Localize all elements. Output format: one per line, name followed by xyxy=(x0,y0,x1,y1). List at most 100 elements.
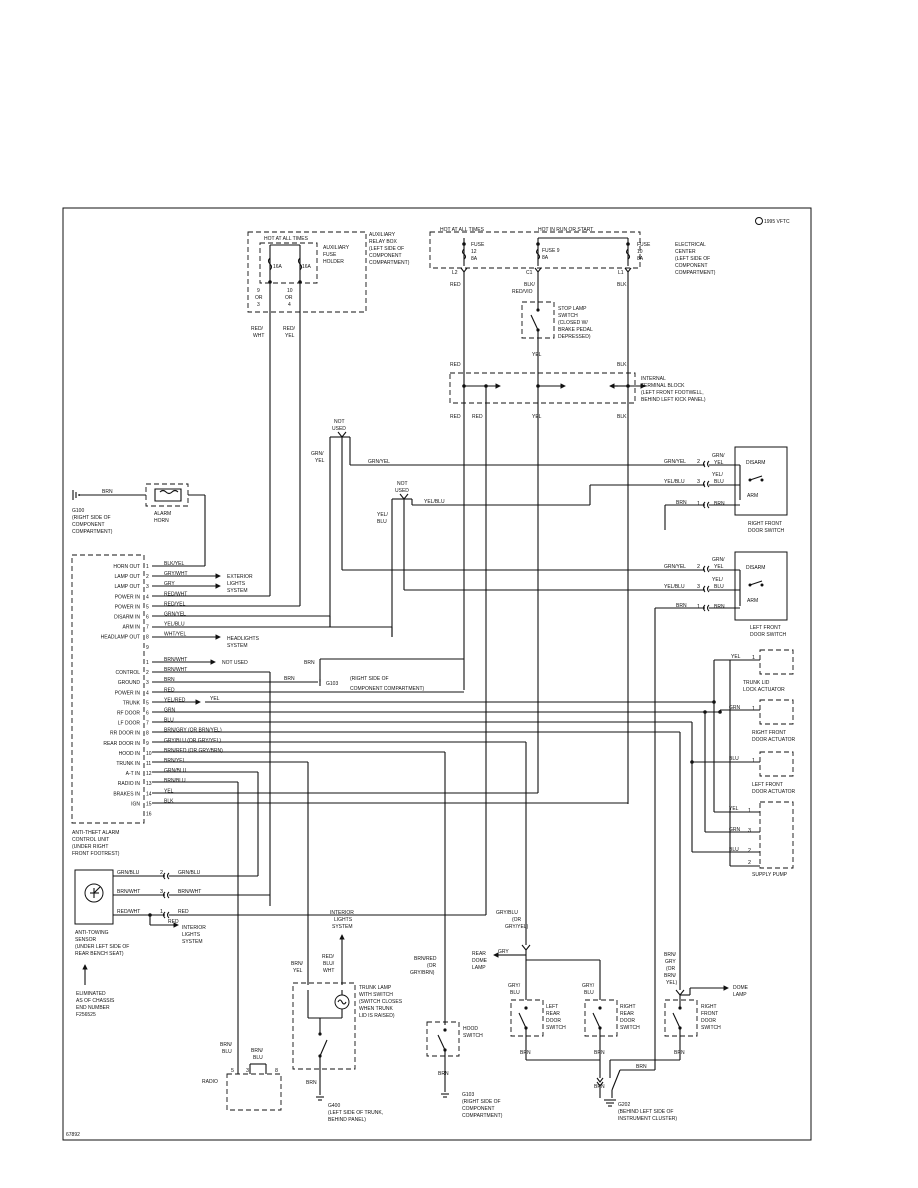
svg-text:DISARM: DISARM xyxy=(746,460,765,466)
svg-text:YEL: YEL xyxy=(210,696,220,702)
svg-text:INTERIOR: INTERIOR xyxy=(330,910,354,916)
svg-text:AUXILIARY: AUXILIARY xyxy=(369,232,396,238)
svg-text:HOT IN RUN OR START: HOT IN RUN OR START xyxy=(538,227,593,233)
svg-text:HOOD: HOOD xyxy=(463,1026,478,1032)
pin-number: 14 xyxy=(146,791,152,797)
svg-text:BLU: BLU xyxy=(729,847,739,853)
svg-text:COMPONENT: COMPONENT xyxy=(462,1106,495,1112)
svg-text:OR: OR xyxy=(285,295,293,301)
svg-text:G100: G100 xyxy=(72,508,84,514)
svg-text:LIGHTS: LIGHTS xyxy=(227,581,246,587)
svg-text:GRN: GRN xyxy=(729,827,741,833)
svg-text:COMPARTMENT): COMPARTMENT) xyxy=(462,1113,503,1119)
svg-text:8: 8 xyxy=(275,1068,278,1074)
pin-wire-color: BLK xyxy=(164,798,174,804)
left-front-door-actuator: LEFT FRONT DOOR ACTUATOR xyxy=(752,751,796,795)
pin-label: POWER IN xyxy=(115,594,141,600)
svg-text:ELIMINATED: ELIMINATED xyxy=(76,991,106,997)
left-rear-door-switch: LEFT REAR DOOR SWITCH xyxy=(510,999,566,1037)
pin-wire-color: GRN/YEL xyxy=(164,612,186,618)
svg-text:3: 3 xyxy=(697,584,700,590)
svg-text:(LEFT SIDE OF: (LEFT SIDE OF xyxy=(675,256,710,262)
svg-text:BLK: BLK xyxy=(617,362,627,368)
svg-text:BRN/: BRN/ xyxy=(291,961,304,967)
svg-text:DOME: DOME xyxy=(472,958,488,964)
svg-text:RELAY BOX: RELAY BOX xyxy=(369,239,398,245)
svg-text:LID IS RAISED): LID IS RAISED) xyxy=(359,1013,395,1019)
right-front-door-switch: DISARM ARM RIGHT FRONT DOOR SWITCH xyxy=(734,446,788,534)
svg-text:GRN/BLU: GRN/BLU xyxy=(178,870,201,876)
svg-text:GRY: GRY xyxy=(498,949,509,955)
figure-id: 67892 xyxy=(66,1132,80,1138)
right-front-door-actuator: RIGHT FRONT DOOR ACTUATOR xyxy=(752,699,796,743)
svg-text:3: 3 xyxy=(160,889,163,895)
svg-text:CENTER: CENTER xyxy=(675,249,696,255)
svg-text:ELECTRICAL: ELECTRICAL xyxy=(675,242,706,248)
svg-text:DOOR: DOOR xyxy=(620,1018,635,1024)
svg-text:YEL): YEL) xyxy=(666,980,677,986)
pin-wire-color: GRY/BLU (OR GRY/YEL) xyxy=(164,738,221,744)
pin-number: 1 xyxy=(146,564,149,570)
pin-label: DISARM IN xyxy=(114,615,140,621)
svg-text:(OR: (OR xyxy=(666,966,676,972)
svg-text:END NUMBER: END NUMBER xyxy=(76,1005,110,1011)
svg-text:OR: OR xyxy=(255,295,263,301)
pin-number: 13 xyxy=(146,781,152,787)
svg-text:YEL/: YEL/ xyxy=(377,512,388,518)
svg-text:TRUNK LID: TRUNK LID xyxy=(743,680,770,686)
svg-text:L1: L1 xyxy=(618,270,624,276)
svg-text:FRONT FOOTREST): FRONT FOOTREST) xyxy=(72,851,120,857)
pin-label: ARM IN xyxy=(123,625,141,631)
pin-number: 11 xyxy=(146,761,151,767)
svg-text:USED: USED xyxy=(332,426,346,432)
svg-text:BLU: BLU xyxy=(377,519,387,525)
svg-text:(LEFT SIDE OF: (LEFT SIDE OF xyxy=(369,246,404,252)
svg-text:GRY/: GRY/ xyxy=(508,983,521,989)
pin-wire-color: BRN/WHT xyxy=(164,667,187,673)
svg-text:RED: RED xyxy=(450,362,461,368)
svg-text:INSTRUMENT CLUSTER): INSTRUMENT CLUSTER) xyxy=(618,1116,677,1122)
pin-label: A-T IN xyxy=(126,771,141,777)
svg-text:BRN: BRN xyxy=(676,603,687,609)
pin-label: IGN xyxy=(131,801,140,807)
pin-label: LAMP OUT xyxy=(115,584,140,590)
svg-text:RED: RED xyxy=(178,909,189,915)
svg-text:3: 3 xyxy=(257,302,260,308)
svg-text:BRN/WHT: BRN/WHT xyxy=(178,889,201,895)
svg-text:EXTERIOR: EXTERIOR xyxy=(227,574,253,580)
svg-text:G400: G400 xyxy=(328,1103,340,1109)
svg-text:GRY/YEL): GRY/YEL) xyxy=(505,924,529,930)
svg-text:TERMINAL BLOCK: TERMINAL BLOCK xyxy=(641,383,685,389)
svg-text:NOT: NOT xyxy=(397,481,408,487)
svg-text:FUSE: FUSE xyxy=(471,242,485,248)
svg-text:BRN: BRN xyxy=(102,489,113,495)
svg-text:(RIGHT SIDE OF: (RIGHT SIDE OF xyxy=(350,676,389,682)
pin-wire-color: RED xyxy=(164,687,175,693)
pin-number: 12 xyxy=(146,771,152,777)
svg-text:BRN/: BRN/ xyxy=(251,1048,264,1054)
svg-text:16A: 16A xyxy=(302,264,312,270)
svg-text:REAR: REAR xyxy=(546,1011,560,1017)
svg-text:2: 2 xyxy=(748,860,751,866)
svg-text:AS OF CHASSIS: AS OF CHASSIS xyxy=(76,998,115,1004)
svg-text:LIGHTS: LIGHTS xyxy=(182,932,201,938)
svg-text:BRN: BRN xyxy=(676,500,687,506)
svg-text:SWITCH: SWITCH xyxy=(701,1025,721,1031)
pin-wire-color: GRY/WHT xyxy=(164,571,188,577)
svg-text:RED/: RED/ xyxy=(283,326,296,332)
svg-text:(LEFT FRONT FOOTWELL,: (LEFT FRONT FOOTWELL, xyxy=(641,390,704,396)
svg-text:STOP LAMP: STOP LAMP xyxy=(558,306,587,312)
pin-number: 3 xyxy=(146,680,149,686)
svg-text:COMPONENT: COMPONENT xyxy=(369,253,402,259)
svg-text:YEL/BLU: YEL/BLU xyxy=(664,479,685,485)
svg-text:(BEHIND LEFT SIDE OF: (BEHIND LEFT SIDE OF xyxy=(618,1109,673,1115)
svg-text:BLK: BLK xyxy=(617,282,627,288)
svg-text:1: 1 xyxy=(752,706,755,712)
svg-text:YEL/: YEL/ xyxy=(712,577,723,583)
svg-text:BRN: BRN xyxy=(306,1080,317,1086)
pin-number: 5 xyxy=(146,700,149,706)
pin-label: HORN OUT xyxy=(113,564,140,570)
svg-text:2: 2 xyxy=(697,564,700,570)
svg-text:GRN/: GRN/ xyxy=(311,451,324,457)
